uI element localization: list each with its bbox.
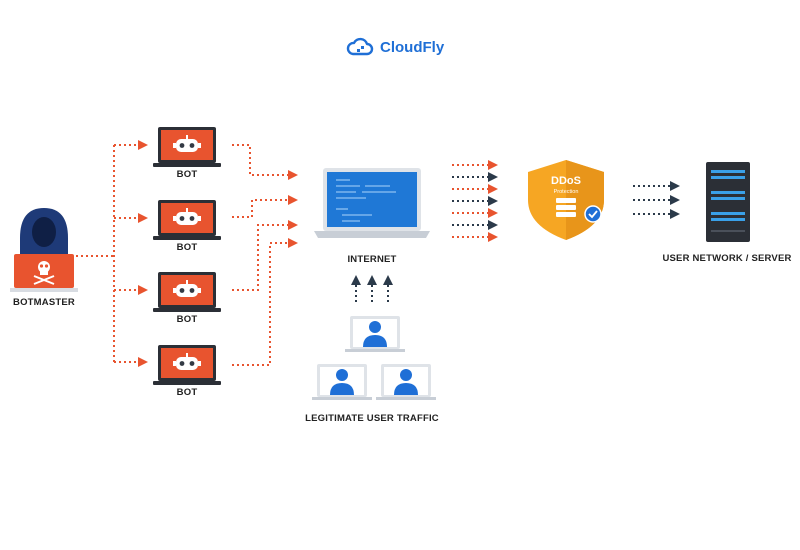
brand-name: CloudFly bbox=[380, 38, 445, 56]
bots-to-internet-arrows bbox=[232, 144, 298, 366]
internet-to-shield-arrows bbox=[452, 160, 498, 242]
legit-to-internet-arrows bbox=[351, 275, 393, 302]
shield-subtitle: Protection bbox=[554, 189, 579, 195]
server-label: USER NETWORK / SERVER bbox=[662, 253, 792, 264]
cloud-icon bbox=[346, 37, 374, 56]
bot-laptop-4 bbox=[153, 345, 221, 385]
robot-icon bbox=[173, 208, 201, 225]
robot-icon bbox=[173, 135, 201, 152]
bot-label-2: BOT bbox=[176, 242, 198, 253]
internet-laptop-icon bbox=[314, 168, 430, 238]
botmaster-label: BOTMASTER bbox=[13, 297, 75, 308]
bot-label-4: BOT bbox=[176, 387, 198, 398]
ddos-shield-icon: DDoS Protection bbox=[528, 160, 604, 240]
user-icon bbox=[363, 321, 387, 347]
internet-label: INTERNET bbox=[347, 254, 397, 265]
shield-to-server-arrows bbox=[633, 181, 680, 219]
botmaster-to-bots-arrows bbox=[76, 140, 148, 367]
legit-traffic-label: LEGITIMATE USER TRAFFIC bbox=[305, 413, 439, 424]
bot-laptop-2 bbox=[153, 200, 221, 240]
bot-laptop-3 bbox=[153, 272, 221, 312]
robot-icon bbox=[173, 280, 201, 297]
skull-icon bbox=[33, 261, 55, 285]
legit-user-laptop-1 bbox=[345, 316, 405, 352]
shield-title: DDoS bbox=[551, 175, 581, 187]
legit-user-laptop-3 bbox=[376, 364, 436, 400]
server-icon bbox=[706, 162, 750, 242]
brand-logo: CloudFly bbox=[346, 37, 444, 57]
check-icon bbox=[584, 205, 602, 223]
user-icon bbox=[394, 369, 418, 395]
robot-icon bbox=[173, 353, 201, 370]
botmaster-hacker-icon bbox=[10, 208, 78, 292]
bot-label-3: BOT bbox=[176, 314, 198, 325]
user-icon bbox=[330, 369, 354, 395]
bot-label-1: BOT bbox=[176, 169, 198, 180]
legit-user-laptop-2 bbox=[312, 364, 372, 400]
bot-laptop-1 bbox=[153, 127, 221, 167]
